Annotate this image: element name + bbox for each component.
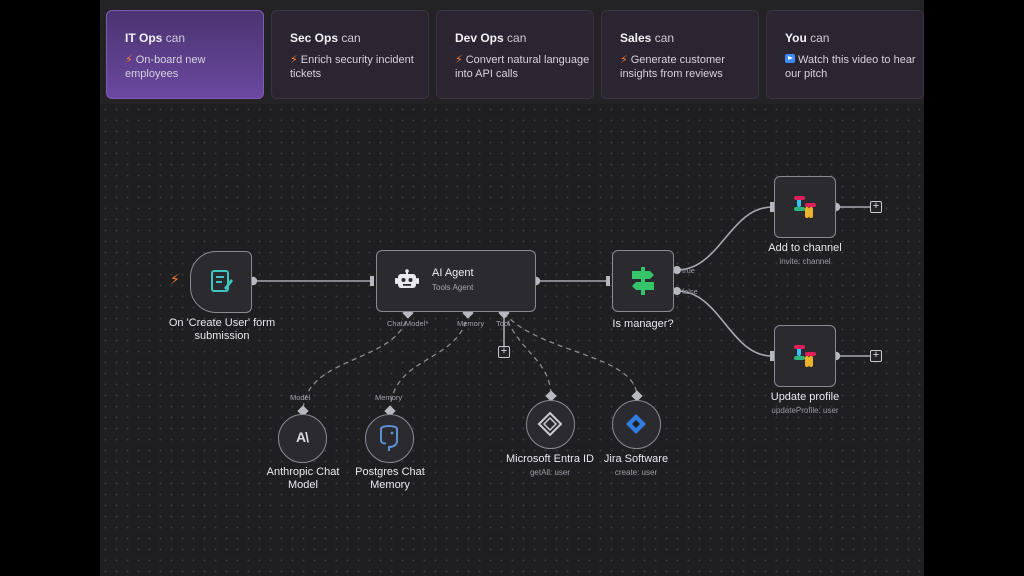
port-label-tool: Tool bbox=[496, 319, 510, 328]
wire-tool-jira bbox=[503, 312, 638, 397]
tab-description: Enrich security incident tickets bbox=[290, 54, 414, 80]
slack-icon bbox=[794, 196, 816, 218]
workflow-canvas[interactable]: ⚡︎ On 'Create User' form submission bbox=[100, 104, 924, 576]
tab-it-ops[interactable]: IT Ops can ⚡︎On-board new employees bbox=[106, 10, 264, 99]
entra-diamond-icon bbox=[537, 411, 563, 437]
slack-add-label: Add to channel bbox=[768, 242, 842, 254]
jira-node[interactable] bbox=[612, 400, 661, 449]
tab-description: Convert natural language into API calls bbox=[455, 54, 590, 80]
port-label-postgres-memory: Memory bbox=[375, 393, 403, 402]
port-label-memory: Memory bbox=[457, 319, 485, 328]
bolt-icon: ⚡︎ bbox=[620, 54, 628, 66]
anthropic-label-line2: Model bbox=[288, 479, 318, 491]
tab-can: can bbox=[341, 31, 361, 45]
bolt-icon: ⚡︎ bbox=[125, 54, 133, 66]
jira-icon bbox=[626, 414, 646, 434]
slack-update-label: Update profile bbox=[770, 391, 840, 403]
slack-add-sub: invite: channel bbox=[779, 257, 831, 266]
tab-description: On-board new employees bbox=[125, 54, 206, 80]
postgres-label-line2: Memory bbox=[370, 479, 410, 491]
slack-update-sub: updateProfile: user bbox=[771, 406, 839, 415]
tab-can: can bbox=[165, 31, 186, 45]
robot-icon bbox=[395, 269, 419, 288]
tab-you[interactable]: You can Watch this video to hear our pit… bbox=[766, 10, 924, 99]
tab-team-name: IT Ops bbox=[125, 31, 163, 45]
switch-label: Is manager? bbox=[612, 318, 674, 330]
wire-false-slack-update bbox=[676, 290, 773, 357]
switch-node[interactable] bbox=[612, 250, 674, 312]
port-anthropic-model bbox=[297, 405, 309, 417]
postgres-node[interactable] bbox=[365, 414, 414, 463]
anthropic-icon: A\ bbox=[296, 429, 309, 445]
play-icon bbox=[785, 54, 795, 63]
port-label-chat-model: Chat Model* bbox=[387, 319, 429, 328]
tab-dev-ops[interactable]: Dev Ops can ⚡︎Convert natural language i… bbox=[436, 10, 594, 99]
anthropic-node[interactable]: A\ bbox=[278, 414, 327, 463]
wire-memory-postgres bbox=[389, 312, 469, 412]
port-agent-in bbox=[370, 276, 374, 286]
trigger-bolt-icon: ⚡︎ bbox=[170, 271, 180, 287]
port-entra-tool bbox=[545, 390, 557, 402]
port-label-true: true bbox=[682, 266, 695, 275]
wire-tool-entra bbox=[503, 312, 552, 397]
agent-subtitle: Tools Agent bbox=[432, 283, 474, 292]
tab-team-name: Sec Ops bbox=[290, 31, 339, 45]
tab-team-name: Sales bbox=[620, 31, 652, 45]
wire-model-anthropic bbox=[302, 312, 409, 412]
port-jira-tool bbox=[631, 390, 643, 402]
slack-add-node[interactable] bbox=[774, 176, 836, 238]
ai-agent-node[interactable]: AI Agent Tools Agent bbox=[376, 250, 536, 312]
port-label-false: false bbox=[682, 287, 698, 296]
entra-label: Microsoft Entra ID bbox=[505, 453, 595, 465]
tab-can: can bbox=[654, 31, 675, 45]
port-label-model: Model bbox=[290, 393, 311, 402]
postgres-elephant-icon bbox=[380, 425, 398, 451]
port-slack-add-in bbox=[770, 202, 774, 212]
port-switch-false bbox=[673, 287, 681, 295]
trigger-label-line2: submission bbox=[194, 330, 250, 342]
use-case-tabs: IT Ops can ⚡︎On-board new employees Sec … bbox=[106, 10, 924, 100]
form-icon bbox=[211, 270, 233, 292]
bolt-icon: ⚡︎ bbox=[455, 54, 463, 66]
tab-sec-ops[interactable]: Sec Ops can ⚡︎Enrich security incident t… bbox=[271, 10, 429, 99]
form-trigger-node[interactable] bbox=[190, 251, 252, 313]
slack-update-node[interactable] bbox=[774, 325, 836, 387]
tab-description: Watch this video to hear our pitch bbox=[785, 54, 916, 80]
trigger-label: On 'Create User' form bbox=[168, 317, 276, 329]
port-postgres-memory bbox=[384, 405, 396, 417]
app-frame: IT Ops can ⚡︎On-board new employees Sec … bbox=[100, 0, 924, 576]
tab-description: Generate customer insights from reviews bbox=[620, 54, 725, 80]
slack-icon bbox=[794, 345, 816, 367]
microsoft-entra-node[interactable] bbox=[526, 400, 575, 449]
signpost-icon bbox=[632, 267, 654, 295]
bolt-icon: ⚡︎ bbox=[290, 54, 298, 66]
add-after-slack-update-button[interactable]: + bbox=[870, 350, 882, 362]
wire-true-slack-add bbox=[676, 206, 773, 271]
add-tool-button[interactable]: + bbox=[498, 346, 510, 358]
tab-can: can bbox=[810, 31, 830, 45]
jira-label: Jira Software bbox=[603, 453, 669, 465]
postgres-label: Postgres Chat bbox=[355, 466, 425, 478]
tab-team-name: Dev Ops bbox=[455, 31, 504, 45]
tab-can: can bbox=[507, 31, 527, 45]
entra-sub: getAll: user bbox=[529, 468, 571, 477]
tab-team-name: You bbox=[785, 31, 807, 45]
port-switch-true bbox=[673, 266, 681, 274]
jira-sub: create: user bbox=[614, 468, 658, 477]
agent-title: AI Agent bbox=[432, 267, 474, 279]
port-slack-update-in bbox=[770, 351, 774, 361]
tab-sales[interactable]: Sales can ⚡︎Generate customer insights f… bbox=[601, 10, 759, 99]
add-after-slack-add-button[interactable]: + bbox=[870, 201, 882, 213]
anthropic-label: Anthropic Chat bbox=[266, 466, 340, 478]
port-switch-in bbox=[606, 276, 610, 286]
